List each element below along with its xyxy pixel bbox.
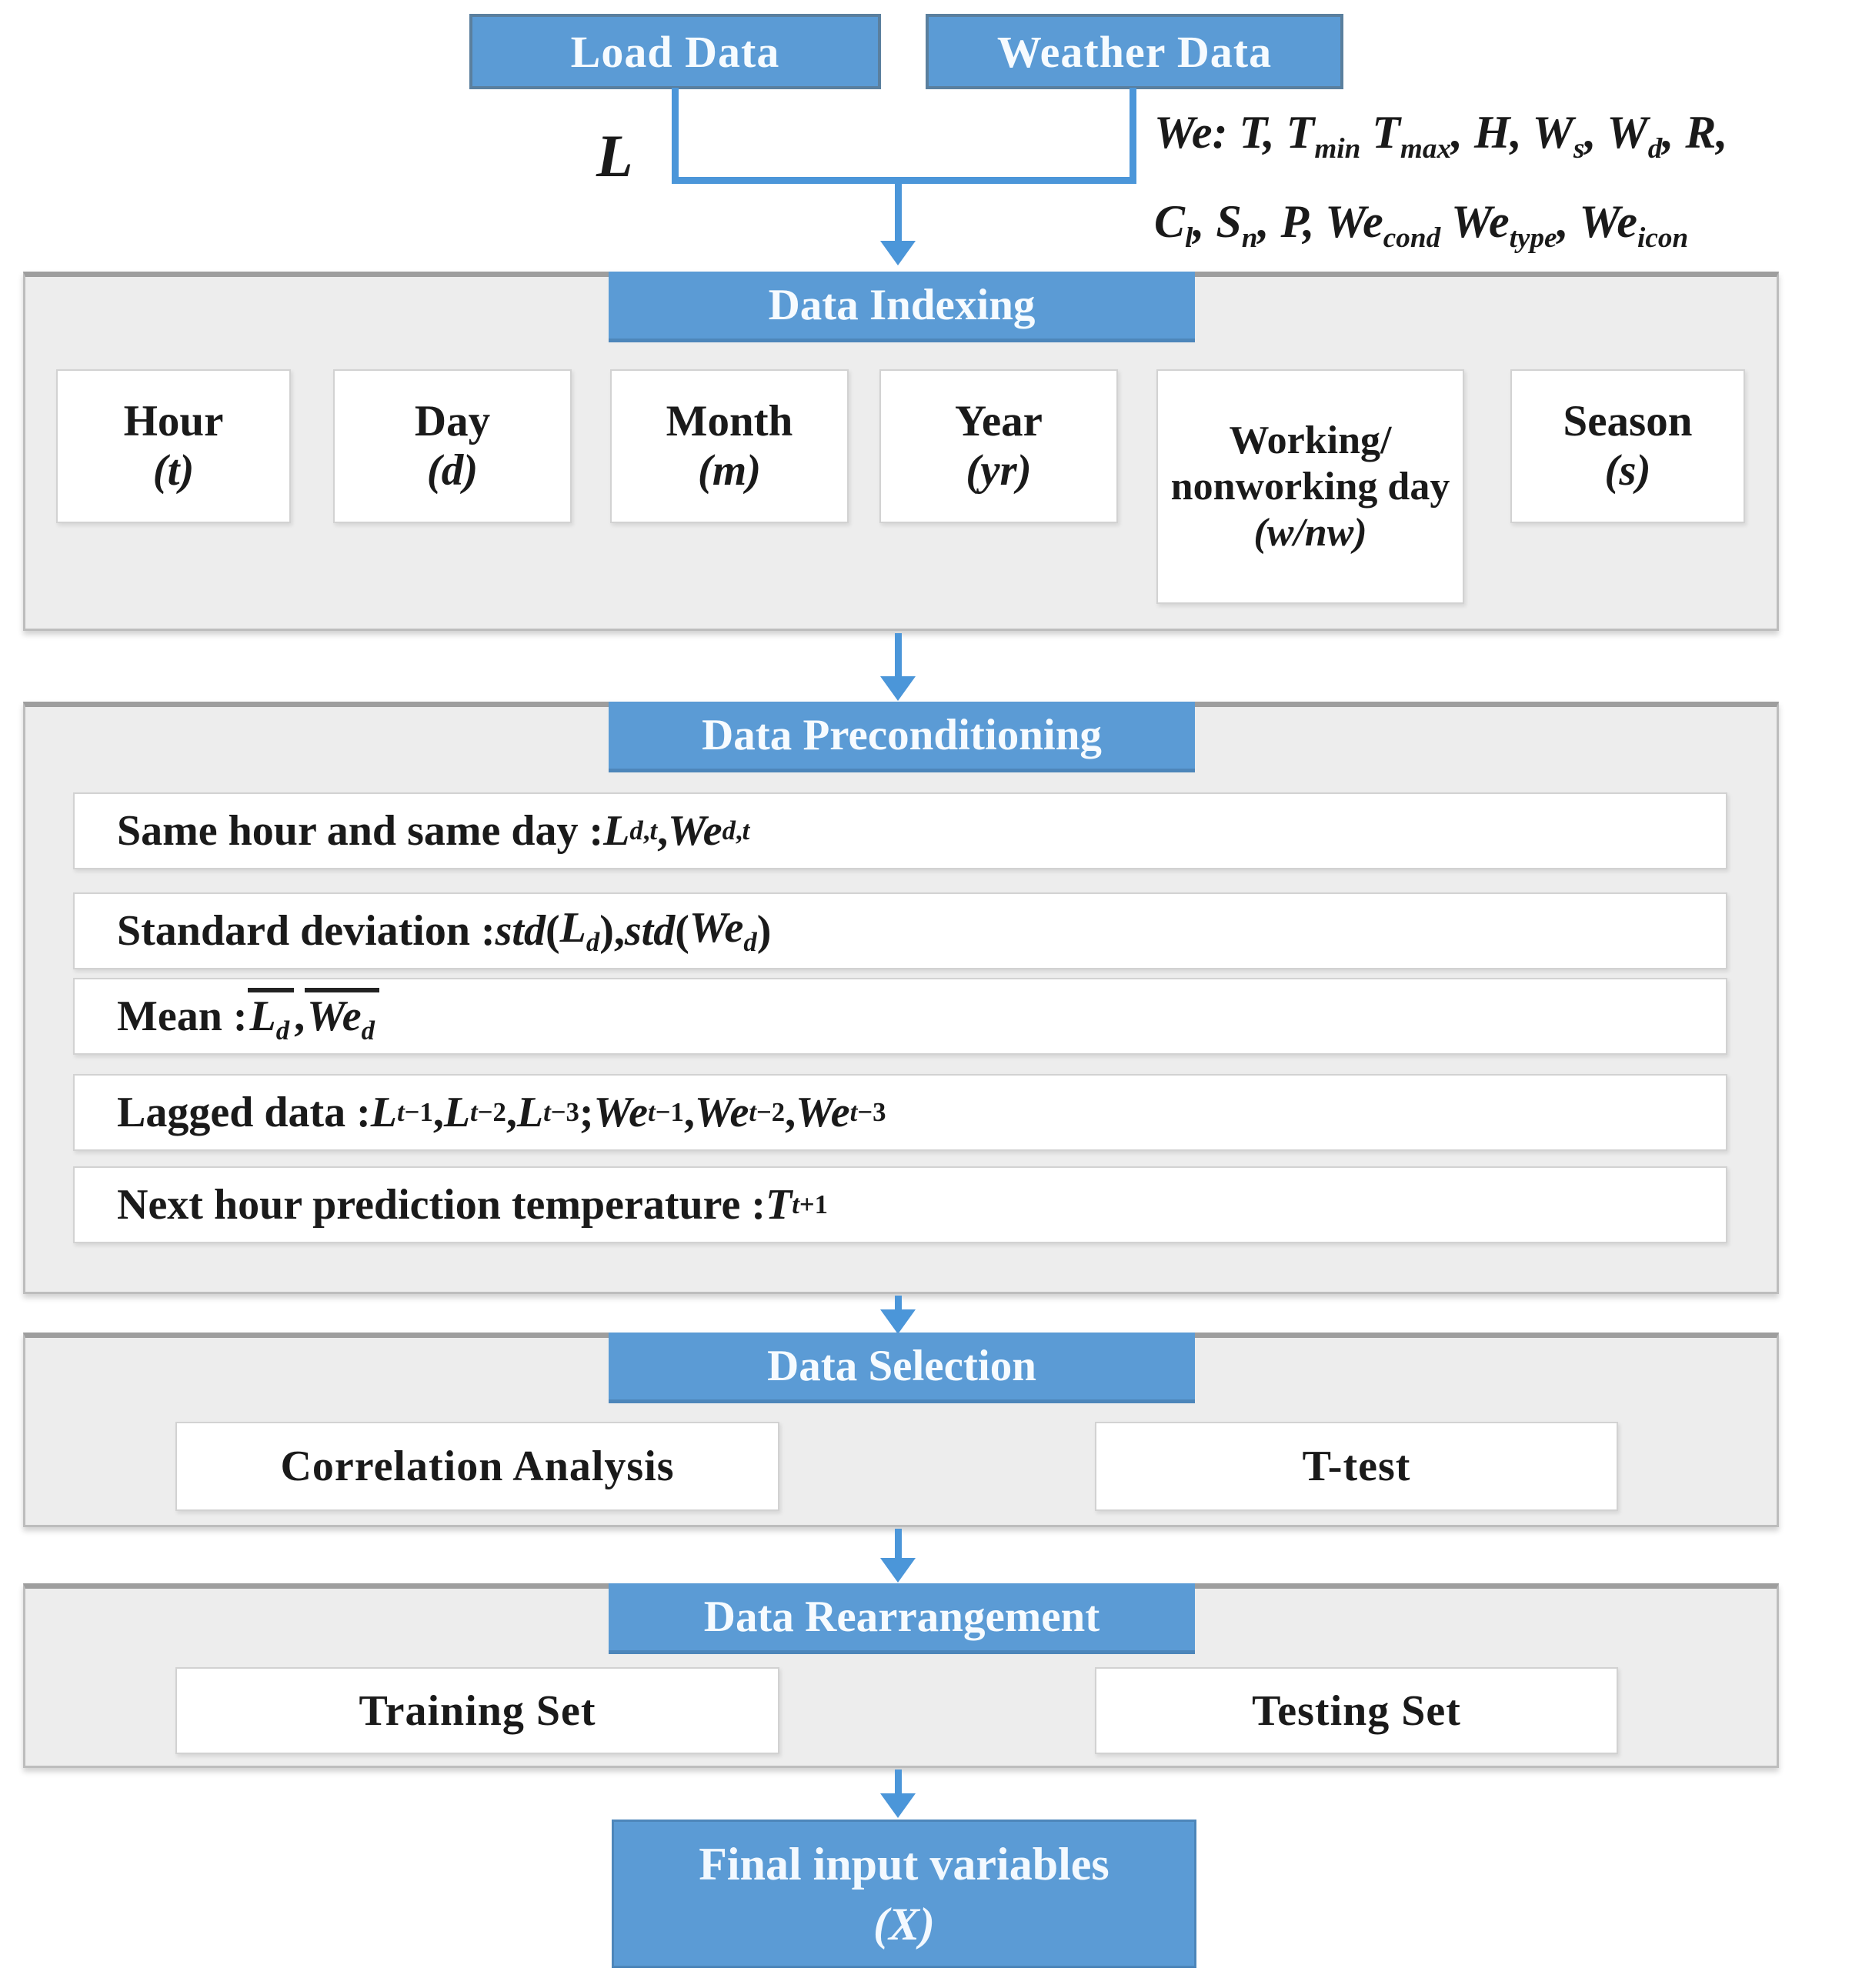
index-box-label: Working/ nonworking day [1170,418,1450,509]
connector-load-line [672,88,679,183]
index-box-label: Season [1563,397,1693,445]
index-box-symbol: (w/nw) [1253,510,1367,555]
section-header-data-indexing: Data Indexing [609,272,1195,342]
flow-arrowhead-icon [880,1793,916,1818]
preconditioning-row-standard-deviation: Standard deviation : std (Ld), std (Wed) [73,892,1727,969]
section-data-selection: Data Selection Correlation Analysis T-te… [23,1333,1779,1527]
section-header-data-selection: Data Selection [609,1333,1195,1403]
index-box-label: Hour [123,397,224,445]
t-test-box: T-test [1095,1422,1618,1511]
flow-arrow-icon [895,1529,902,1561]
index-box-label: Year [955,397,1043,445]
index-box-hour: Hour (t) [56,369,291,523]
correlation-analysis-box: Correlation Analysis [175,1422,779,1511]
section-data-rearrangement: Data Rearrangement Training Set Testing … [23,1583,1779,1768]
index-box-label: Month [666,397,793,445]
index-box-working-day: Working/ nonworking day (w/nw) [1156,369,1464,604]
flow-arrow-icon [895,1770,902,1796]
section-data-preconditioning: Data Preconditioning Same hour and same … [23,702,1779,1294]
index-box-year: Year (yr) [879,369,1118,523]
section-data-indexing: Data Indexing Hour (t) Day (d) Month (m)… [23,272,1779,631]
index-box-label: Day [414,397,491,445]
testing-set-box: Testing Set [1095,1667,1618,1754]
index-box-month: Month (m) [610,369,849,523]
index-box-symbol: (s) [1604,446,1651,495]
index-box-symbol: (t) [152,446,195,495]
index-box-symbol: (d) [426,446,479,495]
flow-arrowhead-icon [880,241,916,265]
flow-arrowhead-icon [880,1309,916,1334]
connector-horizontal-line [672,177,1136,184]
section-header-data-rearrangement: Data Rearrangement [609,1583,1195,1654]
index-box-symbol: (yr) [966,446,1032,495]
training-set-box: Training Set [175,1667,779,1754]
flow-arrowhead-icon [880,1558,916,1583]
final-box-symbol: (X) [873,1898,935,1950]
flow-arrow-icon [895,182,902,242]
weather-data-box: Weather Data [926,14,1343,89]
flow-arrow-icon [895,1296,902,1313]
index-box-symbol: (m) [697,446,762,495]
flow-arrowhead-icon [880,676,916,701]
index-box-day: Day (d) [333,369,572,523]
connector-weather-line [1130,88,1136,183]
flow-arrow-icon [895,633,902,678]
weather-variables-label: We: T, Tmin Tmax, H, Ws, Wd, R,Cl, Sn, P… [1154,107,1728,254]
load-symbol-label: L [596,122,633,189]
final-input-variables-box: Final input variables (X) [612,1820,1196,1968]
index-box-season: Season (s) [1510,369,1745,523]
final-box-line1: Final input variables [699,1838,1110,1890]
section-header-data-preconditioning: Data Preconditioning [609,702,1195,772]
preconditioning-row-mean: Mean : Ld, Wed [73,978,1727,1055]
load-data-box: Load Data [469,14,881,89]
